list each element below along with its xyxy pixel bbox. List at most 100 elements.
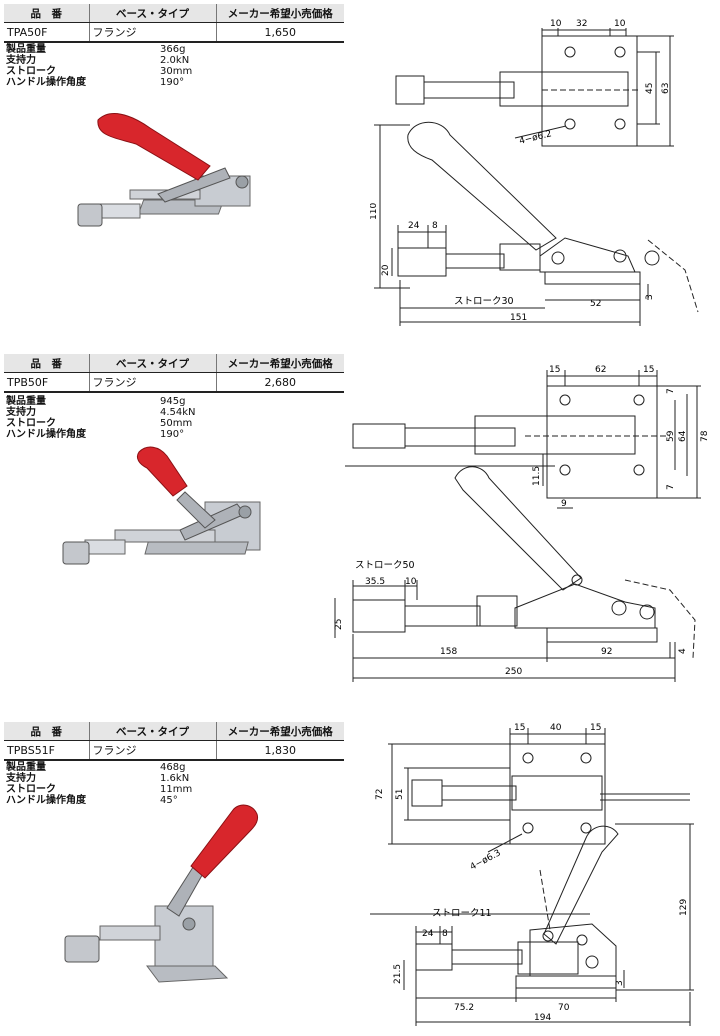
dim-label: 15 <box>549 365 560 375</box>
product-table: 品 番 ベース・タイプ メーカー希望小売価格 TPB50F フランジ 2,680 <box>4 354 344 393</box>
stroke-label: ストローク50 <box>355 560 415 571</box>
product-table: 品 番 ベース・タイプ メーカー希望小売価格 TPBS51F フランジ 1,83… <box>4 722 344 761</box>
product-photo <box>64 804 258 983</box>
price: 1,830 <box>216 740 344 761</box>
base-type: フランジ <box>89 372 217 393</box>
dim-label: 8 <box>432 221 438 231</box>
spec-list: 製品重量 366g 支持力 2.0kN ストローク 30mm ハンドル操作角度 190° <box>6 44 240 88</box>
dim-label: 51 <box>395 789 405 800</box>
dim-label: 7 <box>666 484 676 490</box>
header-code: 品 番 <box>4 354 90 373</box>
dim-label: 10 <box>550 19 562 29</box>
spec-value: 366g <box>160 44 186 55</box>
dim-label: 78 <box>700 430 710 442</box>
spec-value: 190° <box>160 429 185 440</box>
header-base: ベース・タイプ <box>89 4 217 23</box>
dim-label: 59 <box>666 430 676 442</box>
dim-label: 24 <box>422 929 434 939</box>
price: 2,680 <box>216 372 344 393</box>
product-photo <box>77 113 251 227</box>
dim-label: 194 <box>534 1013 551 1023</box>
spec-value: 45° <box>160 795 178 806</box>
header-code: 品 番 <box>4 722 90 741</box>
dim-label: 72 <box>375 789 385 800</box>
dim-label: 129 <box>679 899 689 916</box>
header-price: メーカー希望小売価格 <box>216 4 344 23</box>
dim-label: 64 <box>678 430 688 442</box>
base-type: フランジ <box>89 22 217 43</box>
spec-label: 支持力 <box>6 407 36 418</box>
spec-value: 2.0kN <box>160 55 190 66</box>
header-base: ベース・タイプ <box>89 354 217 373</box>
dim-label: 15 <box>514 723 525 733</box>
spec-value: 4.54kN <box>160 407 196 418</box>
spec-value: 11mm <box>160 784 193 795</box>
dim-label: 63 <box>661 83 671 94</box>
dim-label: 11.5 <box>532 466 542 486</box>
dim-label: 158 <box>440 647 457 657</box>
dim-label: 15 <box>643 365 654 375</box>
spec-label: ハンドル操作角度 <box>6 77 86 88</box>
dim-label: 70 <box>558 1003 570 1013</box>
dim-label: 151 <box>510 313 527 323</box>
dim-label: 62 <box>595 365 606 375</box>
dim-label: 75.2 <box>454 1003 474 1013</box>
dim-label: 110 <box>370 203 379 220</box>
dim-label: 7 <box>666 388 676 394</box>
dim-label: 52 <box>590 299 601 309</box>
spec-value: 190° <box>160 77 185 88</box>
header-base: ベース・タイプ <box>89 722 217 741</box>
spec-label: ストローク <box>6 784 56 795</box>
dimension-drawing <box>334 370 701 682</box>
spec-label: 製品重量 <box>6 44 46 55</box>
dimension-labels: 10 32 10 45 63 4−ø6.2 110 24 8 20 ストローク3… <box>370 19 671 323</box>
spec-label: ストローク <box>6 418 56 429</box>
product-section-tpb50f: 品 番 ベース・タイプ メーカー希望小売価格 TPB50F フランジ 2,680… <box>0 354 720 694</box>
spec-list: 製品重量 468g 支持力 1.6kN ストローク 11mm ハンドル操作角度 45° <box>6 762 240 806</box>
spec-value: 1.6kN <box>160 773 190 784</box>
spec-value: 468g <box>160 762 186 773</box>
dim-label: 10 <box>614 19 626 29</box>
dim-label: 4−ø6.2 <box>518 129 553 147</box>
dimension-drawing <box>370 728 694 1026</box>
spec-value: 30mm <box>160 66 193 77</box>
dim-label: 250 <box>505 667 522 677</box>
dim-label: 92 <box>601 647 612 657</box>
dim-label: 20 <box>381 264 391 276</box>
dim-label: 4 <box>678 648 688 654</box>
dim-label: 35.5 <box>365 577 385 587</box>
dimension-labels: 15 40 15 72 51 4−ø6.3 129 ストローク11 24 8 2… <box>375 723 689 1023</box>
spec-label: ストローク <box>6 66 56 77</box>
dim-label: 24 <box>408 221 420 231</box>
dim-label: 25 <box>334 619 344 630</box>
dimension-drawing <box>374 28 699 326</box>
product-photo <box>62 446 261 565</box>
dim-label: 45 <box>645 83 655 94</box>
product-code: TPBS51F <box>4 740 90 761</box>
dim-label: 3 <box>615 980 625 986</box>
header-price: メーカー希望小売価格 <box>216 354 344 373</box>
spec-label: 製品重量 <box>6 396 46 407</box>
spec-label: 支持力 <box>6 773 36 784</box>
product-code: TPB50F <box>4 372 90 393</box>
dim-label: 21.5 <box>393 964 403 984</box>
dim-label: 9 <box>561 499 567 509</box>
product-table: 品 番 ベース・タイプ メーカー希望小売価格 TPA50F フランジ 1,650 <box>4 4 344 43</box>
base-type: フランジ <box>89 740 217 761</box>
header-code: 品 番 <box>4 4 90 23</box>
dim-label: 4−ø6.3 <box>469 848 503 872</box>
header-price: メーカー希望小売価格 <box>216 722 344 741</box>
stroke-label: ストローク11 <box>432 908 492 919</box>
dim-label: 8 <box>442 929 448 939</box>
dim-label: 10 <box>405 577 417 587</box>
dim-label: 32 <box>576 19 587 29</box>
dim-label: 3 <box>645 294 655 300</box>
spec-label: 製品重量 <box>6 762 46 773</box>
dim-label: 40 <box>550 723 562 733</box>
product-section-tpa50f: 品 番 ベース・タイプ メーカー希望小売価格 TPA50F フランジ 1,650… <box>0 0 720 340</box>
spec-label: 支持力 <box>6 55 36 66</box>
price: 1,650 <box>216 22 344 43</box>
spec-label: ハンドル操作角度 <box>6 795 86 806</box>
product-code: TPA50F <box>4 22 90 43</box>
